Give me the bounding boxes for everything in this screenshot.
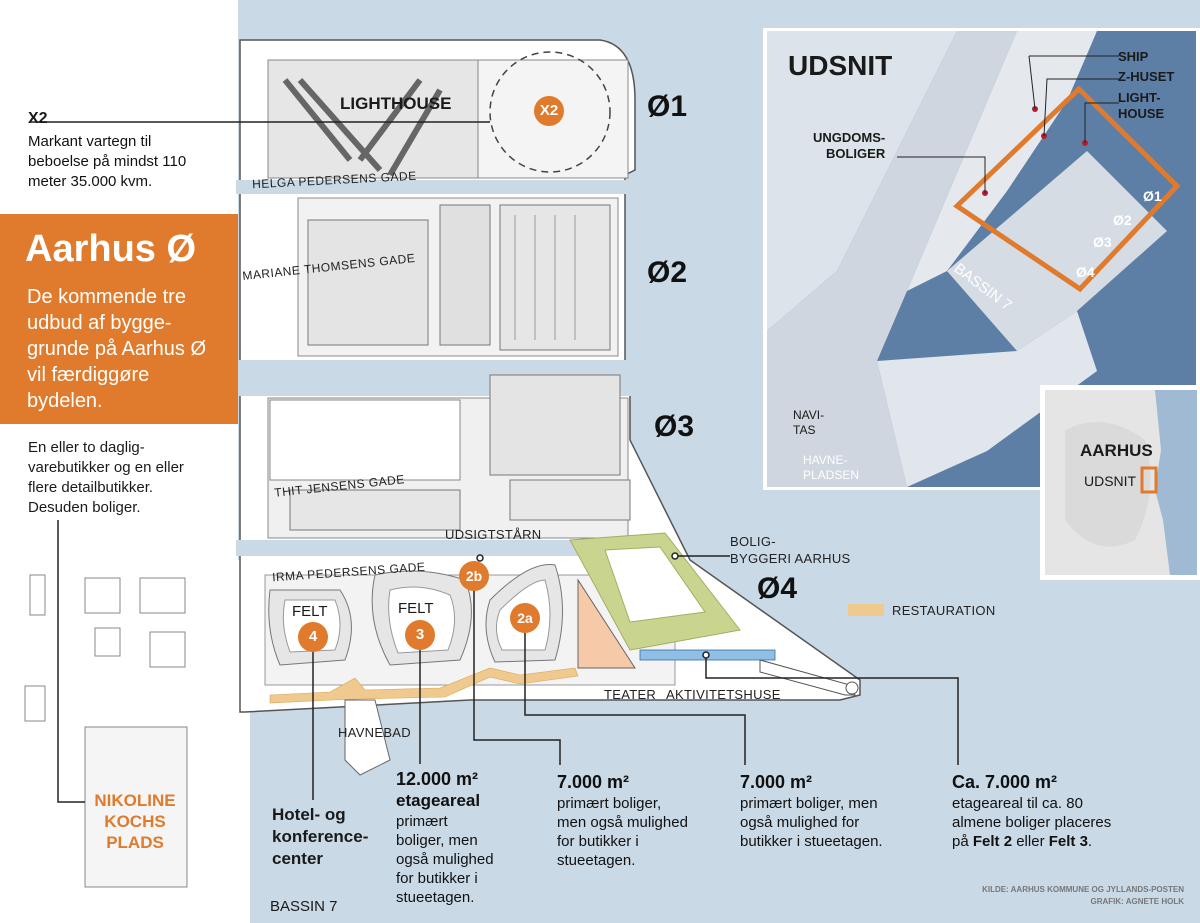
fact-felt2b: 7.000 m² primært boliger,men også muligh… bbox=[557, 772, 688, 869]
x2-heading: X2 bbox=[28, 110, 48, 127]
zone-o1: Ø1 bbox=[647, 90, 688, 123]
locator-udsnit: UDSNIT bbox=[1084, 473, 1137, 489]
teater-label: TEATER bbox=[604, 687, 657, 702]
inset-o1: Ø1 bbox=[1143, 188, 1162, 204]
zone-o4: Ø4 bbox=[757, 572, 798, 605]
lighthouse-label: LIGHTHOUSE bbox=[340, 94, 452, 113]
udsigtstaarn-label: UDSIGTSTÅRN bbox=[445, 527, 542, 542]
bassin7-label: BASSIN 7 bbox=[270, 898, 338, 915]
felt3-label: FELT bbox=[398, 600, 434, 617]
inset-o2: Ø2 bbox=[1113, 212, 1132, 228]
inset-navitas: NAVI-TAS bbox=[793, 408, 825, 437]
restauration-legend: RESTAURATION bbox=[892, 603, 996, 618]
page-title: Aarhus Ø bbox=[25, 228, 197, 270]
inset-title: UDSNIT bbox=[788, 50, 893, 81]
inset-lighthouse: LIGHT-HOUSE bbox=[1118, 90, 1165, 121]
aktivitetshuse-label: AKTIVITETSHUSE bbox=[666, 687, 781, 702]
felt2b-badge: 2b bbox=[459, 561, 489, 591]
felt4-badge: 4 bbox=[298, 622, 328, 652]
inset-map-artwork bbox=[767, 31, 1196, 487]
zone-o2: Ø2 bbox=[647, 256, 688, 289]
source-credit: KILDE: AARHUS KOMMUNE OG JYLLANDS-POSTEN… bbox=[982, 885, 1184, 906]
inset-ship: SHIP bbox=[1118, 49, 1149, 64]
locator-artwork bbox=[1045, 390, 1197, 575]
bolig-label: BOLIG-BYGGERI AARHUS bbox=[730, 534, 851, 566]
shops-note: En eller to daglig-varebutikker og en el… bbox=[28, 439, 184, 516]
zone-o3: Ø3 bbox=[654, 410, 695, 443]
felt2a-badge: 2a bbox=[510, 603, 540, 633]
x2-badge: X2 bbox=[534, 96, 564, 126]
inset-zhuset: Z-HUSET bbox=[1118, 69, 1175, 84]
inset-havnepladsen: HAVNE-PLADSEN bbox=[803, 453, 860, 482]
felt4-label: FELT bbox=[292, 603, 328, 620]
inset-o3: Ø3 bbox=[1093, 234, 1112, 250]
inset-ungdomsboliger: UNGDOMS-BOLIGER bbox=[813, 130, 886, 161]
locator-map: AARHUS UDSNIT bbox=[1040, 385, 1200, 580]
inset-o4: Ø4 bbox=[1076, 264, 1095, 280]
havnebad-label: HAVNEBAD bbox=[338, 725, 411, 740]
locator-city: AARHUS bbox=[1080, 441, 1153, 460]
felt3-badge: 3 bbox=[405, 620, 435, 650]
